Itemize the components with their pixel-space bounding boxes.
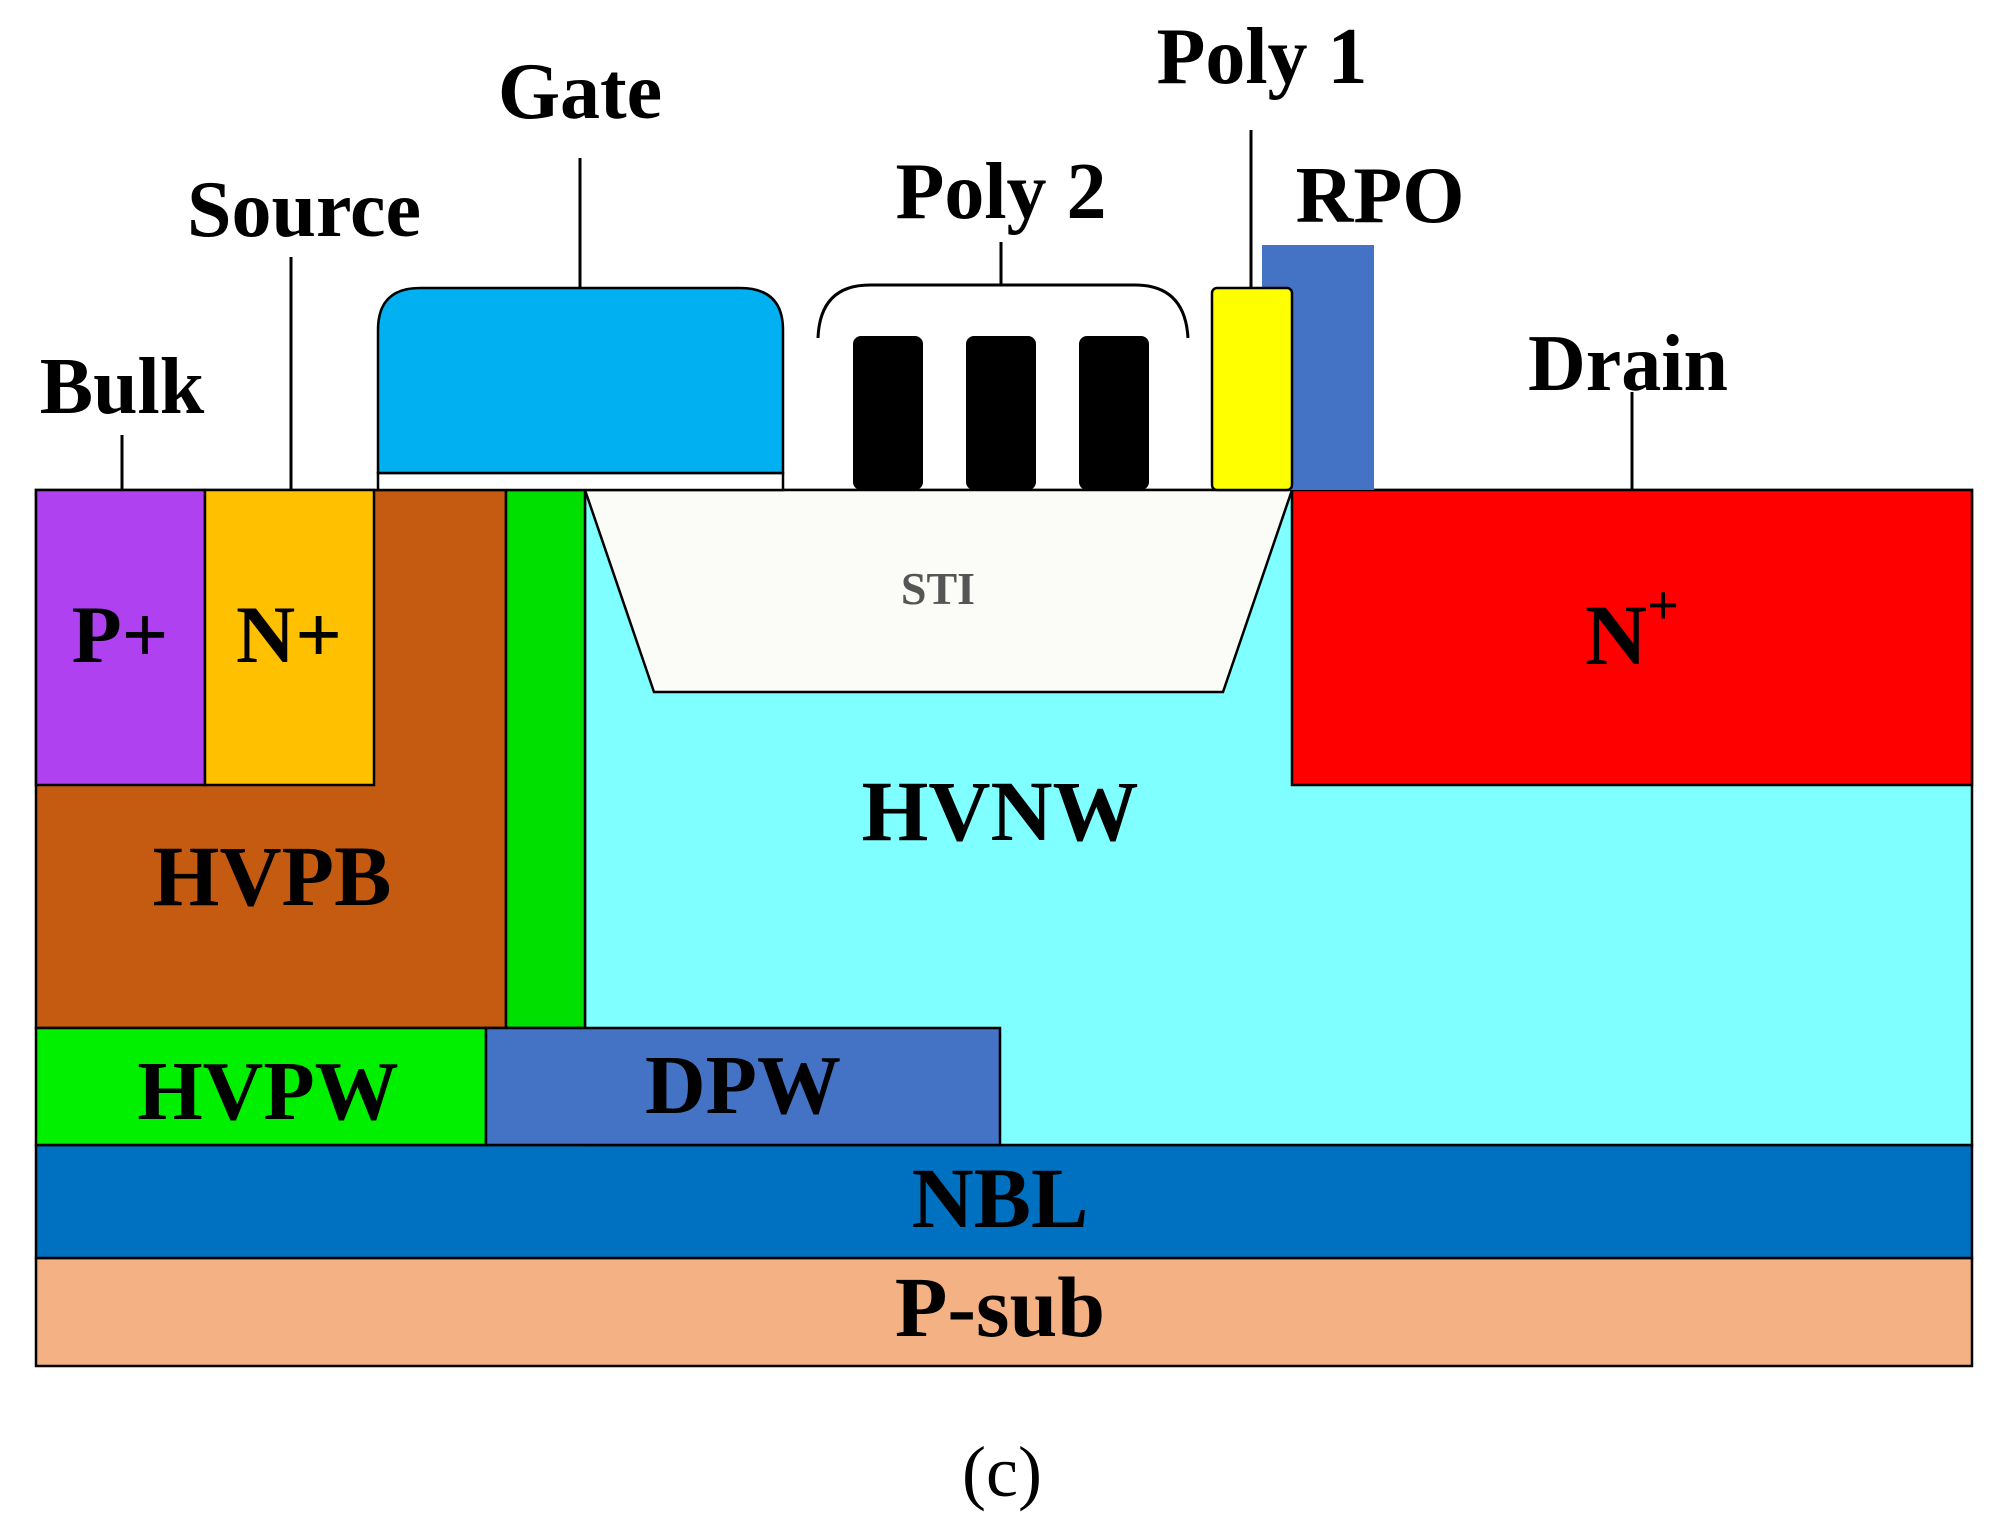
hvpw-region [34,1026,488,1147]
p-plus-region [34,488,207,787]
nbl-label: NBL [912,1150,1089,1246]
poly1-label: Poly 1 [1156,13,1367,101]
figure-caption: (c) [962,1432,1042,1512]
poly2-bracket [816,283,1190,339]
gate-oxide [376,471,785,492]
poly1-electrode [1210,286,1294,492]
nbl-region [34,1143,1974,1260]
n-plus-source-label: N+ [236,589,342,680]
gate-electrode [376,286,785,475]
hvnw-label: HVNW [861,763,1138,859]
poly2-finger-1 [853,336,923,490]
n-plus-drain-region [1290,488,1974,787]
dpw-label: DPW [645,1039,841,1132]
n-plus-drain-superscript: + [1647,575,1679,637]
green-strip-region [504,488,587,1030]
source-label: Source [187,166,421,254]
poly2-finger-2 [966,336,1036,490]
bulk-label: Bulk [40,343,205,431]
n-plus-drain-label: N+ [1585,575,1679,683]
hvpb-label: HVPB [153,828,392,924]
sti-label: STI [901,563,975,614]
p-plus-label: P+ [72,589,169,680]
p-sub-region [34,1256,1974,1368]
dpw-region [484,1026,1002,1147]
drain-label: Drain [1528,320,1728,408]
sti-region [583,488,1294,694]
psub-label: P-sub [895,1259,1105,1355]
poly2-finger-3 [1079,336,1149,490]
poly2-label: Poly 2 [895,148,1106,236]
rpo-label: RPO [1296,152,1465,240]
hvpw-label: HVPW [137,1045,398,1138]
gate-label: Gate [498,48,662,136]
n-plus-source-region [203,488,376,787]
